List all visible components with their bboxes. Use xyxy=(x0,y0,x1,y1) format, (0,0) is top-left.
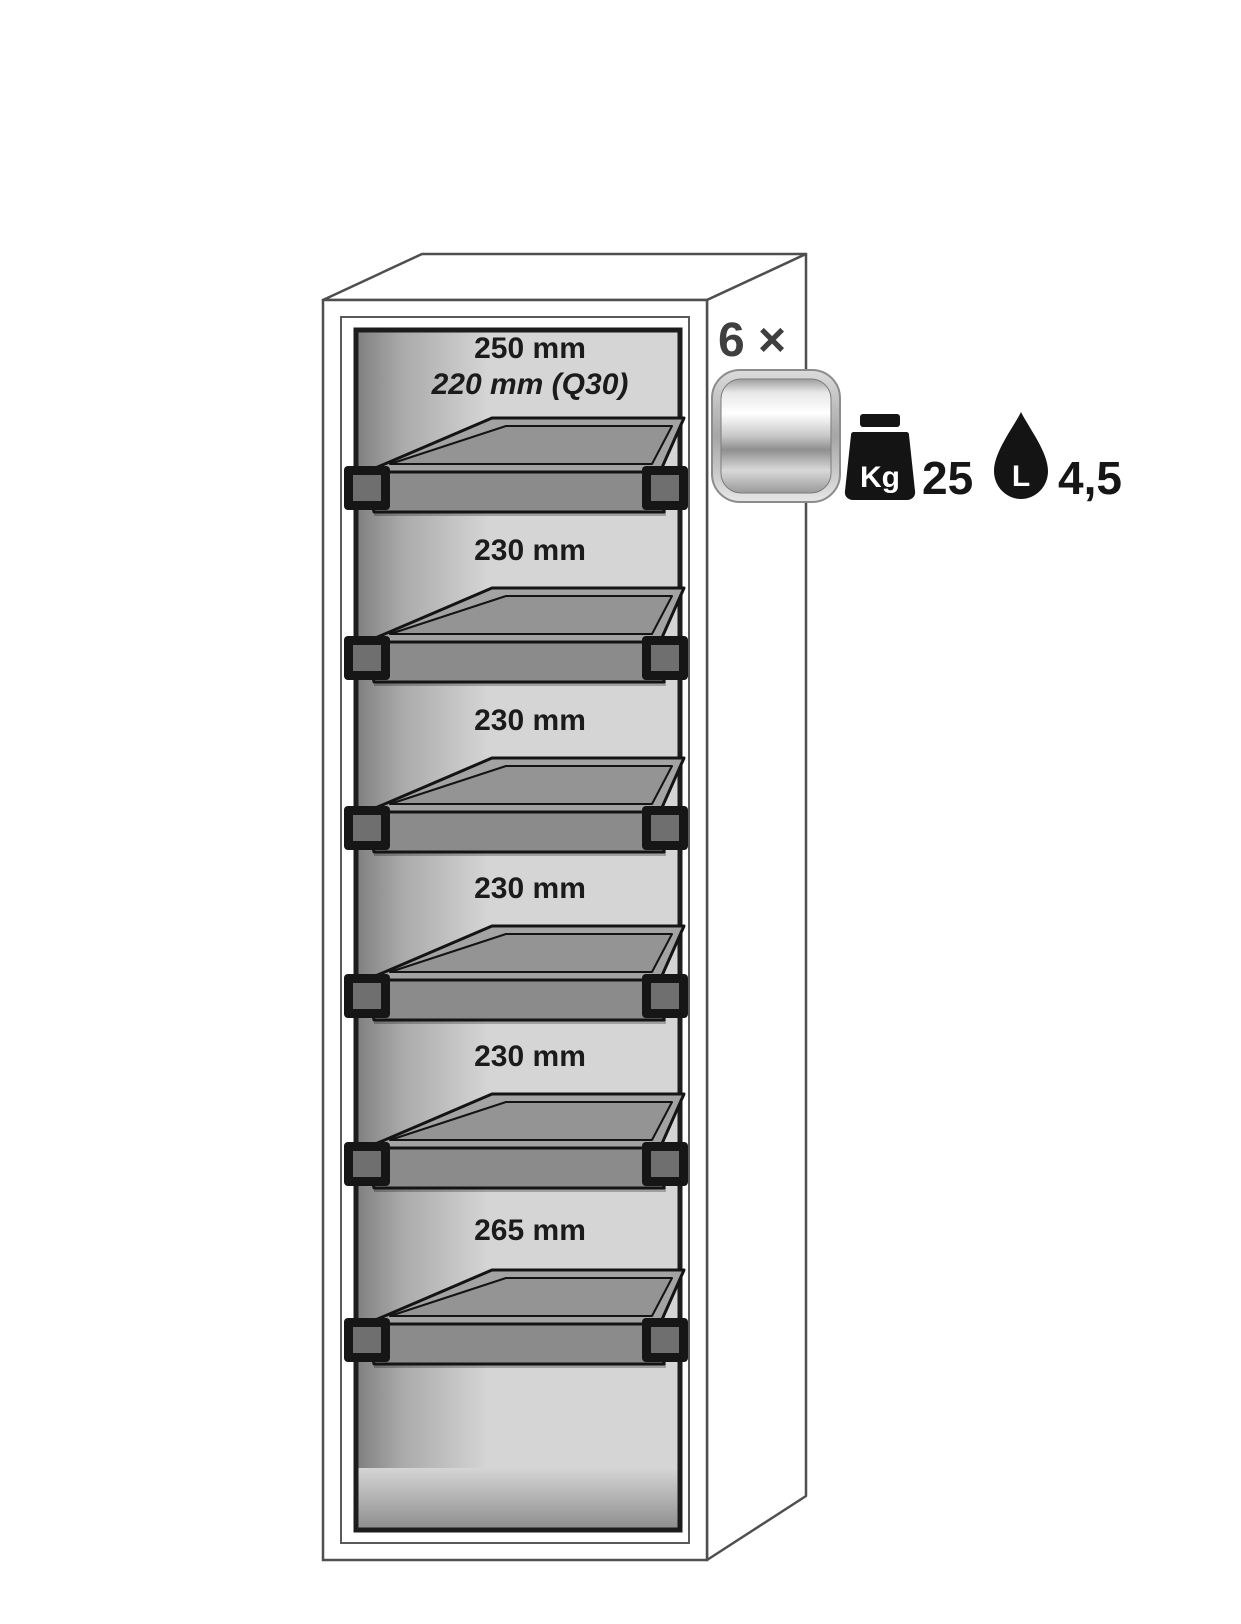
compartment-6-height-label: 265 mm xyxy=(474,1214,586,1247)
compartment-2-height-label: 230 mm xyxy=(474,534,586,567)
compartment-1-height-label: 250 mm xyxy=(474,332,586,365)
weight-value: 25 xyxy=(922,452,973,504)
volume-unit-label: L xyxy=(1012,460,1030,493)
metal-drawer-icon xyxy=(712,370,840,502)
droplet-icon: L xyxy=(994,412,1048,499)
compartment-3-height-label: 230 mm xyxy=(474,704,586,737)
interior-floor-shading xyxy=(356,1468,680,1530)
weight-icon: Kg xyxy=(845,414,915,500)
spec-annotations: 6 × Kg 25 L 4,5 xyxy=(712,314,1122,504)
compartment-4-height-label: 230 mm xyxy=(474,872,586,905)
compartment-5-height-label: 230 mm xyxy=(474,1040,586,1073)
volume-value: 4,5 xyxy=(1058,452,1122,504)
compartment-1-q30-label: 220 mm (Q30) xyxy=(431,368,629,401)
weight-unit-label: Kg xyxy=(860,461,900,494)
drawer-count-label: 6 × xyxy=(718,314,786,367)
